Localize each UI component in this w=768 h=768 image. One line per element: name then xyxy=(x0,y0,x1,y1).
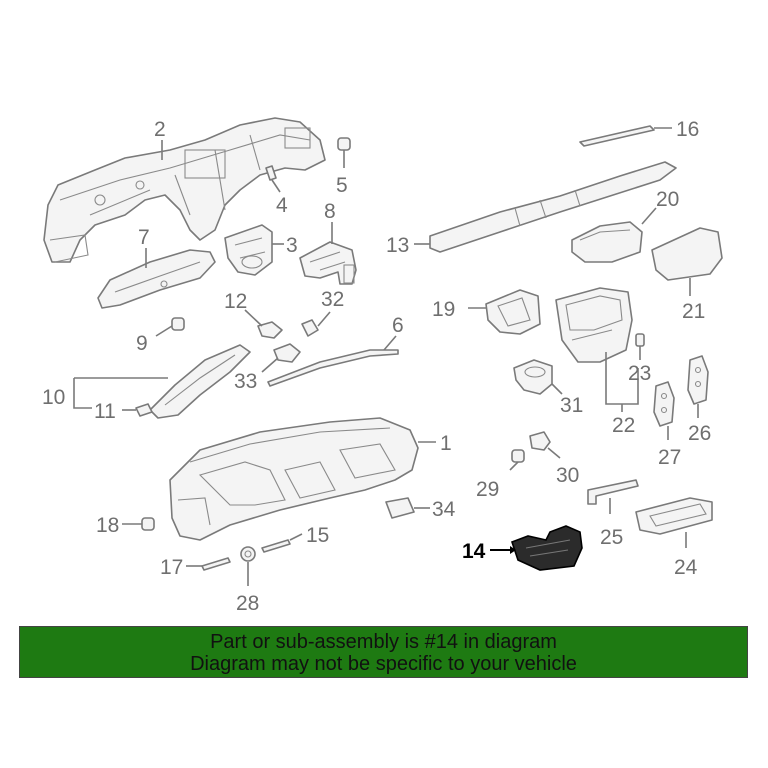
callout-33: 33 xyxy=(234,370,257,393)
part-21-cover xyxy=(651,227,723,281)
callout-16: 16 xyxy=(676,118,699,141)
callout-12: 12 xyxy=(224,290,247,313)
callout-3: 3 xyxy=(286,234,298,257)
part-19-bezel xyxy=(485,289,541,335)
callout-15: 15 xyxy=(306,524,329,547)
callout-21: 21 xyxy=(682,300,705,323)
part-20-airbag-module xyxy=(571,221,643,263)
part-33-bracket xyxy=(273,343,301,363)
callout-24: 24 xyxy=(674,556,698,579)
callout-25: 25 xyxy=(600,526,623,549)
callout-2: 2 xyxy=(154,118,166,141)
part-26-trim xyxy=(687,355,709,405)
part-6-seal-strip xyxy=(267,349,399,387)
part-7-trim-panel xyxy=(97,249,216,309)
callout-1: 1 xyxy=(440,432,452,455)
callout-10: 10 xyxy=(42,386,65,409)
callout-28: 28 xyxy=(236,592,259,615)
part-32-connector xyxy=(301,319,319,337)
callout-8: 8 xyxy=(324,200,336,223)
part-23-screw xyxy=(635,333,645,347)
banner-line-disclaimer: Diagram may not be specific to your vehi… xyxy=(190,653,577,675)
part-14-highlighted-duct xyxy=(510,525,583,571)
part-12-clip xyxy=(257,321,283,339)
part-4-clip xyxy=(265,165,277,181)
info-banner: Part or sub-assembly is #14 in diagram D… xyxy=(19,626,748,678)
part-25-bracket xyxy=(587,479,639,505)
callout-9: 9 xyxy=(136,332,148,355)
callout-20: 20 xyxy=(656,188,679,211)
callout-32: 32 xyxy=(321,288,344,311)
part-34-switch xyxy=(385,497,415,519)
part-22-center-console-housing xyxy=(555,287,633,363)
part-13-cover xyxy=(429,161,677,253)
part-17-strip xyxy=(201,557,231,571)
callout-4: 4 xyxy=(276,194,288,217)
callout-6: 6 xyxy=(392,314,404,337)
callout-26: 26 xyxy=(688,422,711,445)
part-24-storage-tray xyxy=(635,497,713,535)
callout-29: 29 xyxy=(476,478,499,501)
callout-14: 14 xyxy=(462,540,486,563)
callout-17: 17 xyxy=(160,556,183,579)
callout-30: 30 xyxy=(556,464,579,487)
callout-22: 22 xyxy=(612,414,635,437)
part-15-strip xyxy=(261,539,291,553)
callout-11: 11 xyxy=(94,400,116,423)
callout-7: 7 xyxy=(138,226,150,249)
part-11-clip xyxy=(135,403,153,417)
part-31-vent-housing xyxy=(513,359,553,395)
callout-31: 31 xyxy=(560,394,583,417)
part-2-dash-frame xyxy=(43,117,326,263)
callout-23: 23 xyxy=(628,362,651,385)
part-30-grommet xyxy=(529,431,551,451)
part-18-plug xyxy=(141,517,155,531)
callout-18: 18 xyxy=(96,514,119,537)
part-1-instrument-panel xyxy=(169,417,419,541)
part-28-knob xyxy=(240,546,256,562)
part-5-fastener xyxy=(337,137,351,151)
part-3-bracket xyxy=(224,224,273,276)
callout-13: 13 xyxy=(386,234,409,257)
part-9-plug xyxy=(171,317,185,331)
callout-5: 5 xyxy=(336,174,348,197)
part-10-side-trim xyxy=(149,344,251,419)
callout-27: 27 xyxy=(658,446,681,469)
callout-19: 19 xyxy=(432,298,455,321)
callout-34: 34 xyxy=(432,498,456,521)
part-27-trim xyxy=(653,381,675,427)
part-16-seal xyxy=(579,125,655,147)
banner-line-part-info: Part or sub-assembly is #14 in diagram xyxy=(210,631,557,653)
part-29-cap xyxy=(511,449,525,463)
part-8-module xyxy=(299,241,357,285)
